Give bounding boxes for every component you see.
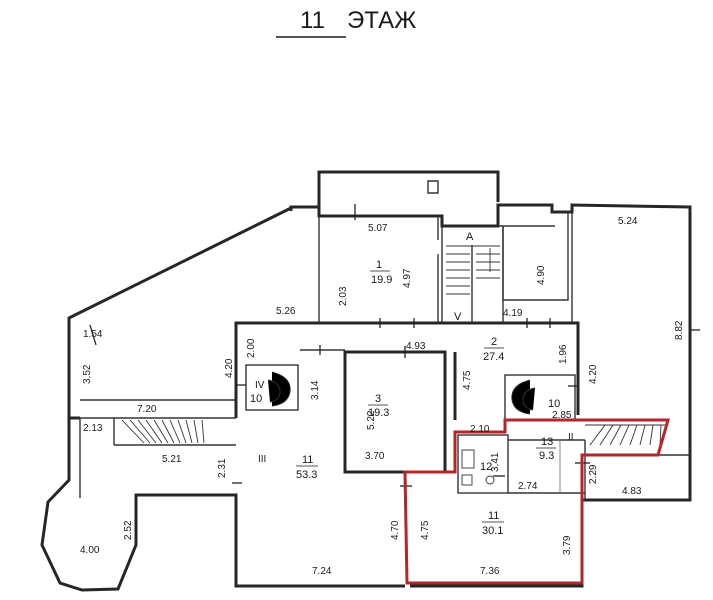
dim-3-70: 3.70: [365, 451, 385, 462]
dim-4-83: 4.83: [622, 486, 642, 497]
dim-3-41: 3.41: [490, 452, 501, 472]
dim-2-31: 2.31: [217, 458, 228, 478]
dim-2-13: 2.13: [83, 423, 103, 434]
room-13-area: 9.3: [539, 450, 554, 462]
stair-right-slant: [585, 424, 665, 446]
dim-1-54: 1.54: [83, 329, 103, 340]
plumbing-fixtures: [461, 449, 495, 486]
dim-4-00: 4.00: [80, 545, 100, 556]
dim-2-00: 2.00: [246, 338, 257, 358]
room-1-area: 19.9: [371, 274, 392, 286]
dim-4-97: 4.97: [402, 268, 413, 288]
dim-4-19: 4.19: [503, 308, 523, 319]
dim-3-52: 3.52: [82, 364, 93, 384]
marker-v: V: [454, 311, 462, 323]
dim-4-75-upper: 4.75: [462, 370, 473, 390]
dim-2-74: 2.74: [518, 481, 538, 492]
room-11b-number: 11: [488, 510, 499, 522]
room-2-number: 2: [491, 336, 497, 348]
marker-10-right: 10: [548, 398, 560, 410]
room-labels: 1 19.9 2 27.4 3 19.3 11 53.3 11 30.1 13 …: [296, 259, 556, 537]
dim-2-10: 2.10: [470, 424, 490, 435]
stair-a: [446, 245, 500, 295]
marker-ii: II: [568, 432, 574, 443]
dim-4-70: 4.70: [390, 520, 401, 540]
dimensions: 5.07 4.97 2.03 5.26 1.54 3.52 4.20 2.00 …: [80, 216, 685, 577]
room-11-area: 53.3: [296, 469, 317, 481]
dim-4-20-right: 4.20: [588, 364, 599, 384]
highlighted-unit: [403, 418, 670, 585]
marker-iii: III: [258, 454, 266, 465]
dim-5-24: 5.24: [618, 216, 638, 227]
spiral-stair-10: [511, 379, 536, 415]
marker-iv: IV: [255, 380, 265, 391]
door-ticks: [89, 204, 700, 487]
room-3-area: 19.3: [368, 407, 389, 419]
room-11b-area: 30.1: [482, 525, 503, 537]
dim-5-22: 5.22: [366, 410, 377, 430]
stair-left-slant: [121, 419, 205, 444]
dim-1-96: 1.96: [558, 344, 569, 364]
dim-4-20-left: 4.20: [224, 358, 235, 378]
dim-2-29: 2.29: [588, 464, 599, 484]
dim-5-26: 5.26: [276, 306, 296, 317]
spiral-stair-iv: [267, 371, 291, 407]
dim-7-36: 7.36: [480, 566, 500, 577]
room-3-number: 3: [375, 393, 381, 405]
markers: A V III IV II 10 10: [250, 231, 574, 465]
dim-7-20: 7.20: [137, 404, 157, 415]
room-1-number: 1: [376, 259, 382, 271]
dim-4-75-lower: 4.75: [420, 520, 431, 540]
dim-2-52: 2.52: [123, 520, 134, 540]
dim-5-07: 5.07: [368, 223, 388, 234]
floor-word: ЭТАЖ: [347, 7, 416, 34]
floor-number: 11: [300, 7, 325, 34]
room-2-area: 27.4: [483, 351, 504, 363]
room-11-number: 11: [302, 454, 313, 466]
dim-3-14: 3.14: [310, 380, 321, 400]
marker-a: A: [466, 231, 474, 243]
dim-3-79: 3.79: [562, 535, 573, 555]
room-13-number: 13: [541, 436, 553, 448]
dim-2-85: 2.85: [552, 410, 572, 421]
dim-5-21: 5.21: [162, 454, 182, 465]
room-12-number: 12: [480, 461, 492, 473]
dim-4-93: 4.93: [406, 341, 426, 352]
dim-2-03: 2.03: [338, 286, 349, 306]
dim-7-24: 7.24: [312, 566, 332, 577]
dim-4-90: 4.90: [536, 265, 547, 285]
dim-8-82: 8.82: [674, 320, 685, 340]
marker-10-left: 10: [250, 393, 262, 405]
